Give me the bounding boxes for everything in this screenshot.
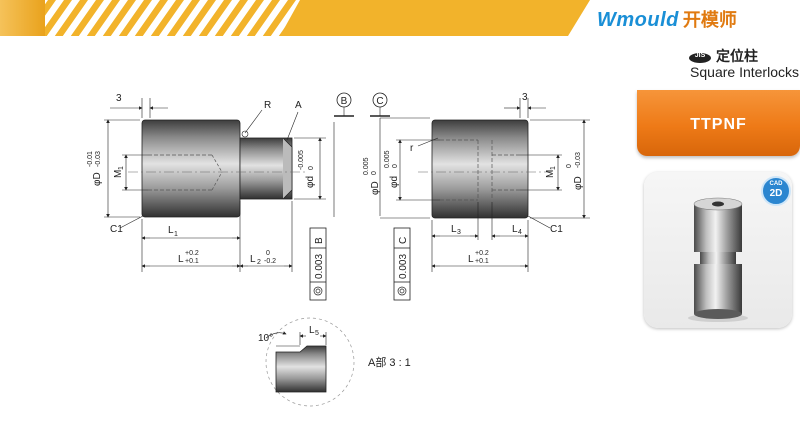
detail-a-angle-arc	[265, 331, 287, 339]
detail-caption: A部 3 : 1	[368, 355, 411, 369]
right-dim-D-tol-upper: 0	[566, 164, 573, 168]
right-dim-d: φd	[389, 176, 400, 188]
detail-angle: 10°	[258, 333, 273, 344]
brand-logo: Wmould 开模师	[597, 6, 737, 32]
left-dim-d-tol-upper: -0.005	[298, 150, 305, 170]
product-photo	[688, 197, 748, 322]
right-view: 3 C φd 0.005 0 φD 0.005 0 r φD 0 -0.03	[363, 92, 590, 301]
right-dim-L3-sub: 3	[457, 229, 461, 236]
right-dim-D-inner: φD	[370, 181, 381, 195]
right-dim-L3: L	[451, 224, 457, 235]
left-dim-D: φD	[92, 172, 103, 186]
left-leader-A	[286, 111, 299, 141]
brand-name-en: Wmould	[597, 9, 679, 31]
right-dim-d-tol-lower: 0	[392, 164, 399, 168]
right-tolerance-frame: C 0.003	[393, 227, 411, 301]
left-dim-d: φd	[305, 176, 316, 188]
left-chamfer: C1	[110, 224, 123, 235]
product-title-cn: 定位柱	[716, 49, 758, 65]
jis-icon: JIS	[689, 52, 711, 63]
band-solid-left	[0, 0, 45, 36]
brand-name-cn: 开模师	[682, 10, 737, 31]
cad-2d-badge[interactable]: CAD 2D	[761, 176, 791, 206]
right-dim-L4-sub: 4	[518, 229, 522, 236]
cad-badge-top: CAD	[769, 181, 783, 187]
product-title-row: JIS 定位柱	[688, 46, 758, 66]
left-label-A: A	[295, 100, 302, 111]
left-dim-L2-tol-upper: 0	[266, 250, 270, 257]
left-concentricity-icon	[313, 286, 323, 296]
right-label-r: r	[410, 143, 414, 154]
left-label-R: R	[264, 100, 271, 111]
left-dim-M: M	[113, 170, 124, 178]
left-leader-R	[244, 109, 263, 134]
right-dim-D: φD	[573, 176, 584, 190]
left-dim-L-tol-upper: +0.2	[185, 250, 199, 257]
photo-pin-bottom	[694, 309, 742, 319]
right-dim-M-sub: 1	[550, 166, 557, 170]
cad-badge-main: 2D	[769, 188, 783, 199]
left-dim-L1: L	[168, 225, 174, 236]
left-dim-L-tol-lower: +0.1	[185, 258, 199, 265]
right-tolerance-value: 0.003	[398, 254, 409, 279]
right-dim-L-tol-lower: +0.1	[475, 258, 489, 265]
left-tolerance-frame: B 0.003	[309, 227, 327, 301]
band-stripes	[45, 0, 300, 36]
left-leader-C1	[119, 215, 144, 229]
left-dim-L: L	[178, 254, 184, 265]
left-dim-M-sub: 1	[118, 166, 125, 170]
left-drill-tip-top	[211, 154, 223, 173]
product-code-tab: TTPNF	[637, 90, 800, 156]
left-tolerance-datum: B	[314, 237, 325, 244]
right-dim-D-inner-tol-upper: 0.005	[363, 157, 370, 175]
photo-pin-groove	[700, 252, 736, 264]
detail-a-section	[275, 345, 327, 393]
photo-pin-upper	[694, 204, 742, 252]
product-code: TTPNF	[690, 116, 747, 133]
left-dim-3: 3	[116, 93, 122, 104]
header-stripe-band	[0, 0, 590, 36]
technical-drawing: 3 R A φD -0.01 -0.03 M 1 φd -0.005 0 B	[87, 92, 590, 407]
right-tolerance-datum: C	[398, 237, 409, 244]
right-body	[431, 119, 529, 219]
detail-a-view: 10° L 5 A部 3 : 1	[258, 317, 411, 407]
right-dim-D-tol-lower: -0.03	[575, 152, 582, 168]
left-drill-tip-bottom	[211, 171, 223, 191]
detail-dim-L5: L	[309, 325, 315, 336]
right-leader-C1	[527, 215, 551, 229]
left-dim-D-tol-upper: -0.01	[87, 151, 94, 167]
detail-a-circle	[265, 317, 355, 407]
detail-dim-L5-sub: 5	[315, 330, 319, 337]
left-dim-D-tol-lower: -0.03	[95, 151, 102, 167]
right-dim-D-inner-tol-lower: 0	[371, 171, 378, 175]
right-chamfer: C1	[550, 224, 563, 235]
left-datum: B	[341, 96, 348, 107]
photo-pin-tap-hole	[712, 201, 724, 207]
right-dim-L4: L	[512, 224, 518, 235]
right-concentricity-icon	[397, 286, 407, 296]
right-dim-d-tol-upper: 0.005	[384, 150, 391, 168]
left-radius-mark	[241, 130, 249, 138]
left-body	[141, 119, 241, 218]
left-dim-L1-sub: 1	[174, 231, 178, 238]
band-solid-right	[280, 0, 590, 36]
photo-pin-lower	[694, 264, 742, 314]
right-dim-L-tol-upper: +0.2	[475, 250, 489, 257]
product-subtitle: Square Interlocks	[690, 64, 799, 80]
jis-badge-text: JIS	[695, 52, 706, 59]
left-neck-chamfer	[282, 137, 293, 200]
right-leader-r	[417, 137, 439, 147]
left-dim-d-tol-lower: 0	[308, 166, 315, 170]
left-tolerance-value: 0.003	[314, 254, 325, 279]
right-dim-3: 3	[522, 92, 528, 103]
right-datum: C	[376, 96, 383, 107]
left-dim-L2-sub: 2	[257, 259, 261, 266]
right-dim-L: L	[468, 254, 474, 265]
left-dim-L2-tol-lower: -0.2	[264, 258, 276, 265]
left-view: 3 R A φD -0.01 -0.03 M 1 φd -0.005 0 B	[87, 92, 354, 301]
right-dim-M: M	[545, 170, 556, 178]
left-dim-L2: L	[250, 254, 256, 265]
